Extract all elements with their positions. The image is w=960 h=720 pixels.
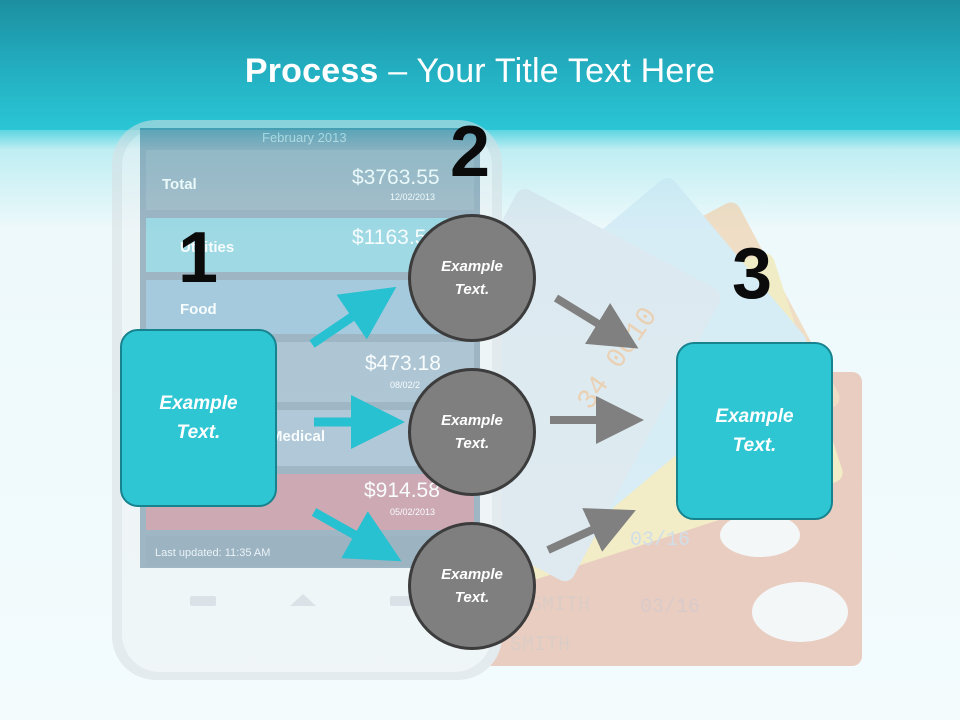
page-title: Process – Your Title Text Here [0,52,960,91]
phone-row-amount: $3763.55 [352,166,440,189]
phone-row-date: 08/02/2 [390,380,420,390]
header-banner [0,0,960,130]
phone-row-amount: $914.58 [364,479,440,502]
phone-header: February 2013 [262,130,347,145]
phone-row-date: 05/02/2013 [390,507,435,517]
step-2-circle-bottom[interactable]: Example Text. [408,522,536,650]
phone-row-label: Food [180,301,217,318]
title-rest: – Your Title Text Here [378,52,716,90]
step-3-box[interactable]: Example Text. [676,342,833,520]
phone-row-label: Utilities [180,239,234,256]
card-expiry: 03/16 [630,529,690,552]
step-2-circle-top[interactable]: Example Text. [408,214,536,342]
card-logo [720,513,800,557]
card-expiry: 03/16 [640,596,700,619]
step-1-text: Example Text. [159,393,238,443]
step-1-box[interactable]: Example Text. [120,329,277,507]
step-2-circle-middle[interactable]: Example Text. [408,368,536,496]
card-logo [752,582,848,642]
phone-row-label: Medical [270,428,325,445]
step-3-text: Example Text. [715,406,794,456]
card-name: SMITH [530,594,590,617]
phone-row-date: 12/02/2013 [390,192,435,202]
title-bold: Process [244,52,379,90]
step-number-2: 2 [450,112,491,192]
phone-row-amount: $1163.5 [352,226,426,249]
step-2-circle-text: Example Text. [441,566,503,606]
phone-row-label: Total [162,176,197,193]
step-number-3: 3 [732,234,773,314]
step-2-circle-text: Example Text. [441,258,503,298]
phone-row-amount: $473.18 [365,352,441,375]
step-2-circle-text: Example Text. [441,412,503,452]
card-name: SMITH [510,634,570,657]
step-number-1: 1 [178,218,219,298]
phone-footer: Last updated: 11:35 AM [155,547,270,559]
